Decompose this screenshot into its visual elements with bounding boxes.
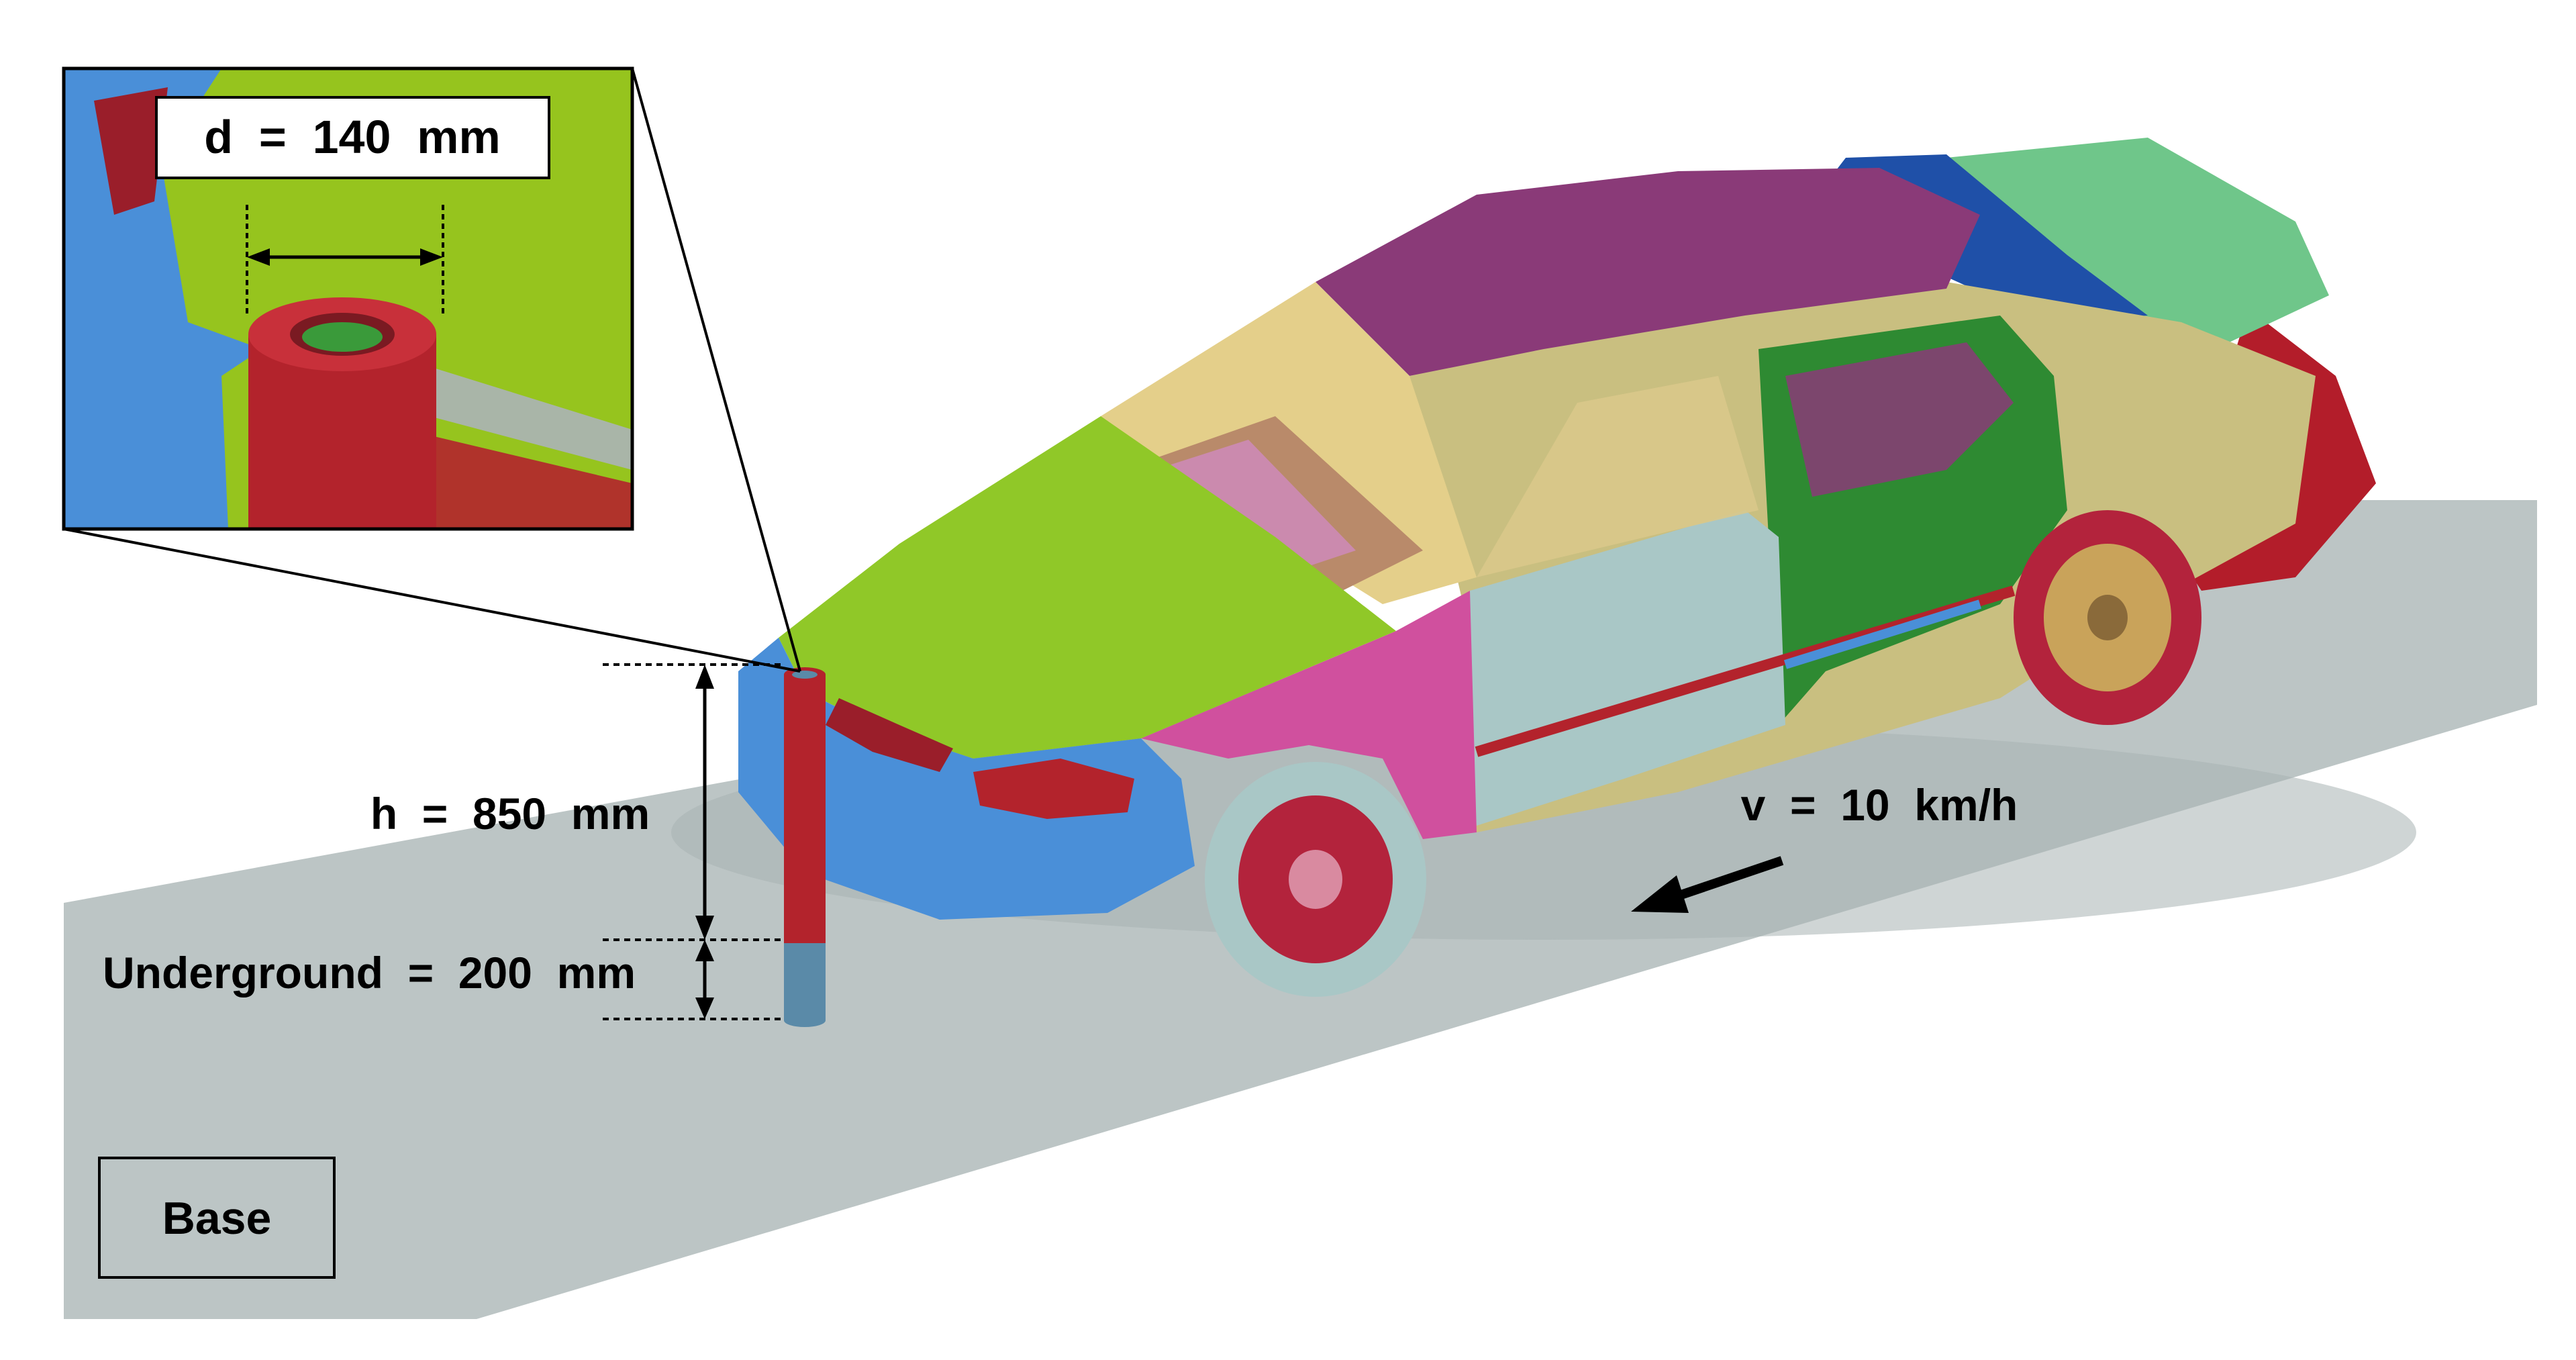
front-door [1463,510,1785,826]
model-label-box [98,1157,336,1279]
diameter-label: d = 140 mm [204,111,501,163]
front-fender [1141,591,1477,839]
headlight [973,759,1134,819]
velocity-label: v = 10 km/h [1741,780,2018,830]
model-label: Base [162,1193,272,1244]
front-bumper [738,638,1195,920]
underground-label: Underground = 200 mm [103,948,636,998]
diameter-label-box [155,96,550,179]
side-trim-strip-rear [1783,599,1982,669]
rear-door-window [1785,342,2014,497]
impact-pole [784,667,826,1027]
roof [1316,168,1980,376]
front-door-window [1477,376,1758,577]
front-wheel [1205,762,1426,997]
dash-panel [1154,440,1356,571]
zoom-line-bottom [63,528,801,673]
hood [779,416,1396,759]
height-dimension [603,663,785,1020]
zoom-line-top [631,68,801,672]
front-grille [826,698,953,772]
height-label: h = 850 mm [370,789,650,838]
rear-wheel [2014,510,2201,725]
direction-arrow-icon [1631,856,1784,913]
